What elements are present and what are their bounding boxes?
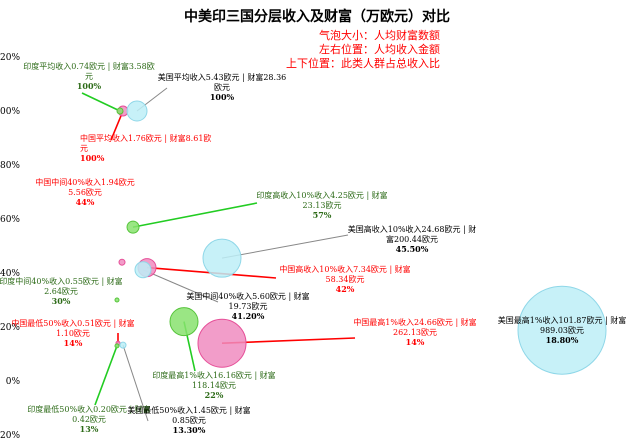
leader-line-india-top-10 bbox=[132, 202, 258, 228]
y-tick-label: 80% bbox=[0, 161, 20, 171]
bubble-usa-bottom-50 bbox=[119, 341, 127, 349]
y-tick-label: 40% bbox=[0, 269, 20, 279]
bubble-india-average bbox=[116, 107, 124, 115]
chart-title: 中美印三国分层收入及财富（万欧元）对比 bbox=[184, 8, 450, 25]
y-tick-label: 0% bbox=[6, 377, 21, 387]
y-axis: 120% 100% 80% 60% 40% 20% 0% -20% bbox=[0, 53, 20, 440]
bubble-india-bottom-50 bbox=[114, 343, 120, 349]
leader-line-usa-bottom-50 bbox=[122, 344, 149, 422]
y-tick-label: 100% bbox=[0, 107, 20, 117]
bubble-india-top-10 bbox=[126, 220, 140, 234]
legend-note-bubble-size: 气泡大小：人均财富数额 bbox=[319, 28, 440, 42]
bubble-usa-average bbox=[126, 100, 148, 122]
leader-line-india-average bbox=[81, 92, 121, 112]
y-tick-label: 20% bbox=[0, 323, 20, 333]
bubble-india-top-1 bbox=[169, 307, 199, 337]
legend-note-vertical: 上下位置：此类人群占总收入比 bbox=[286, 56, 440, 70]
bubble-china-middle-40 bbox=[118, 258, 126, 266]
bubble-usa-top-10 bbox=[202, 238, 242, 278]
legend-notes: 气泡大小：人均财富数额 左右位置：人均收入金额 上下位置：此类人群占总收入比 bbox=[286, 28, 440, 70]
bubbles bbox=[114, 100, 607, 375]
bubble-china-top-1 bbox=[197, 318, 247, 368]
leader-line-usa-middle-40 bbox=[142, 269, 219, 303]
y-tick-label: -20% bbox=[0, 431, 20, 440]
bubble-usa-middle-40 bbox=[134, 261, 152, 279]
leader-line-usa-top-10 bbox=[221, 234, 349, 259]
bubble-india-middle-40 bbox=[114, 297, 120, 303]
y-tick-label: 60% bbox=[0, 215, 20, 225]
y-tick-label: 120% bbox=[0, 53, 20, 63]
bubble-usa-top-1 bbox=[517, 285, 607, 375]
legend-note-horizontal: 左右位置：人均收入金额 bbox=[319, 42, 440, 56]
leader-line-india-bottom-50 bbox=[94, 345, 118, 406]
